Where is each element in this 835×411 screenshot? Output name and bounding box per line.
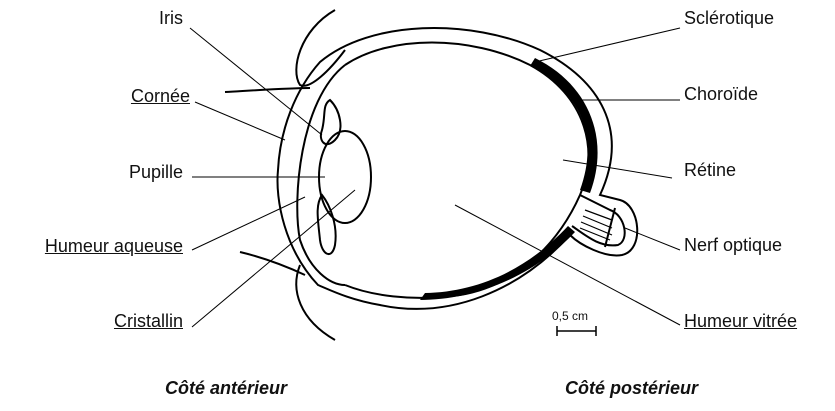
label-sclerotique: Sclérotique (684, 8, 775, 28)
leader-nerf-optique (624, 227, 681, 251)
label-humeur-aqueuse: Humeur aqueuse (44, 236, 183, 256)
label-humeur-vitree: Humeur vitrée (684, 311, 798, 331)
label-choroide: Choroïde (684, 84, 759, 104)
label-cristallin: Cristallin (113, 311, 183, 331)
cornea-inner (296, 64, 346, 286)
label-iris: Iris (159, 8, 183, 28)
iris-lower (316, 193, 337, 255)
scale-bar (556, 326, 597, 336)
side-posterior: Côté postérieur (565, 378, 699, 398)
leader-humeur-aqueuse (191, 196, 306, 251)
label-retine: Rétine (684, 160, 737, 180)
label-pupille: Pupille (128, 162, 183, 182)
leader-cristallin (191, 189, 356, 328)
leader-retine (562, 159, 673, 179)
lower-eyelid-fold (239, 251, 306, 276)
leader-humeur-vitree (454, 204, 681, 326)
upper-eyelid (295, 9, 346, 87)
sclera-outer (276, 27, 639, 310)
scale-label: 0,5 cm (552, 309, 589, 323)
choroid (530, 58, 598, 193)
leader-cornee (194, 101, 286, 141)
side-anterior: Côté antérieur (165, 378, 288, 398)
leader-iris (189, 27, 323, 136)
leader-sclerotique (534, 27, 681, 63)
optic-nerve-sheath (571, 194, 626, 247)
label-nerf-optique: Nerf optique (684, 235, 783, 255)
upper-eyelid-fold (224, 87, 311, 93)
lens (318, 130, 372, 224)
retina (344, 41, 590, 299)
lower-eyelid (295, 264, 336, 341)
iris-upper (319, 98, 342, 146)
label-cornee: Cornée (130, 86, 190, 106)
